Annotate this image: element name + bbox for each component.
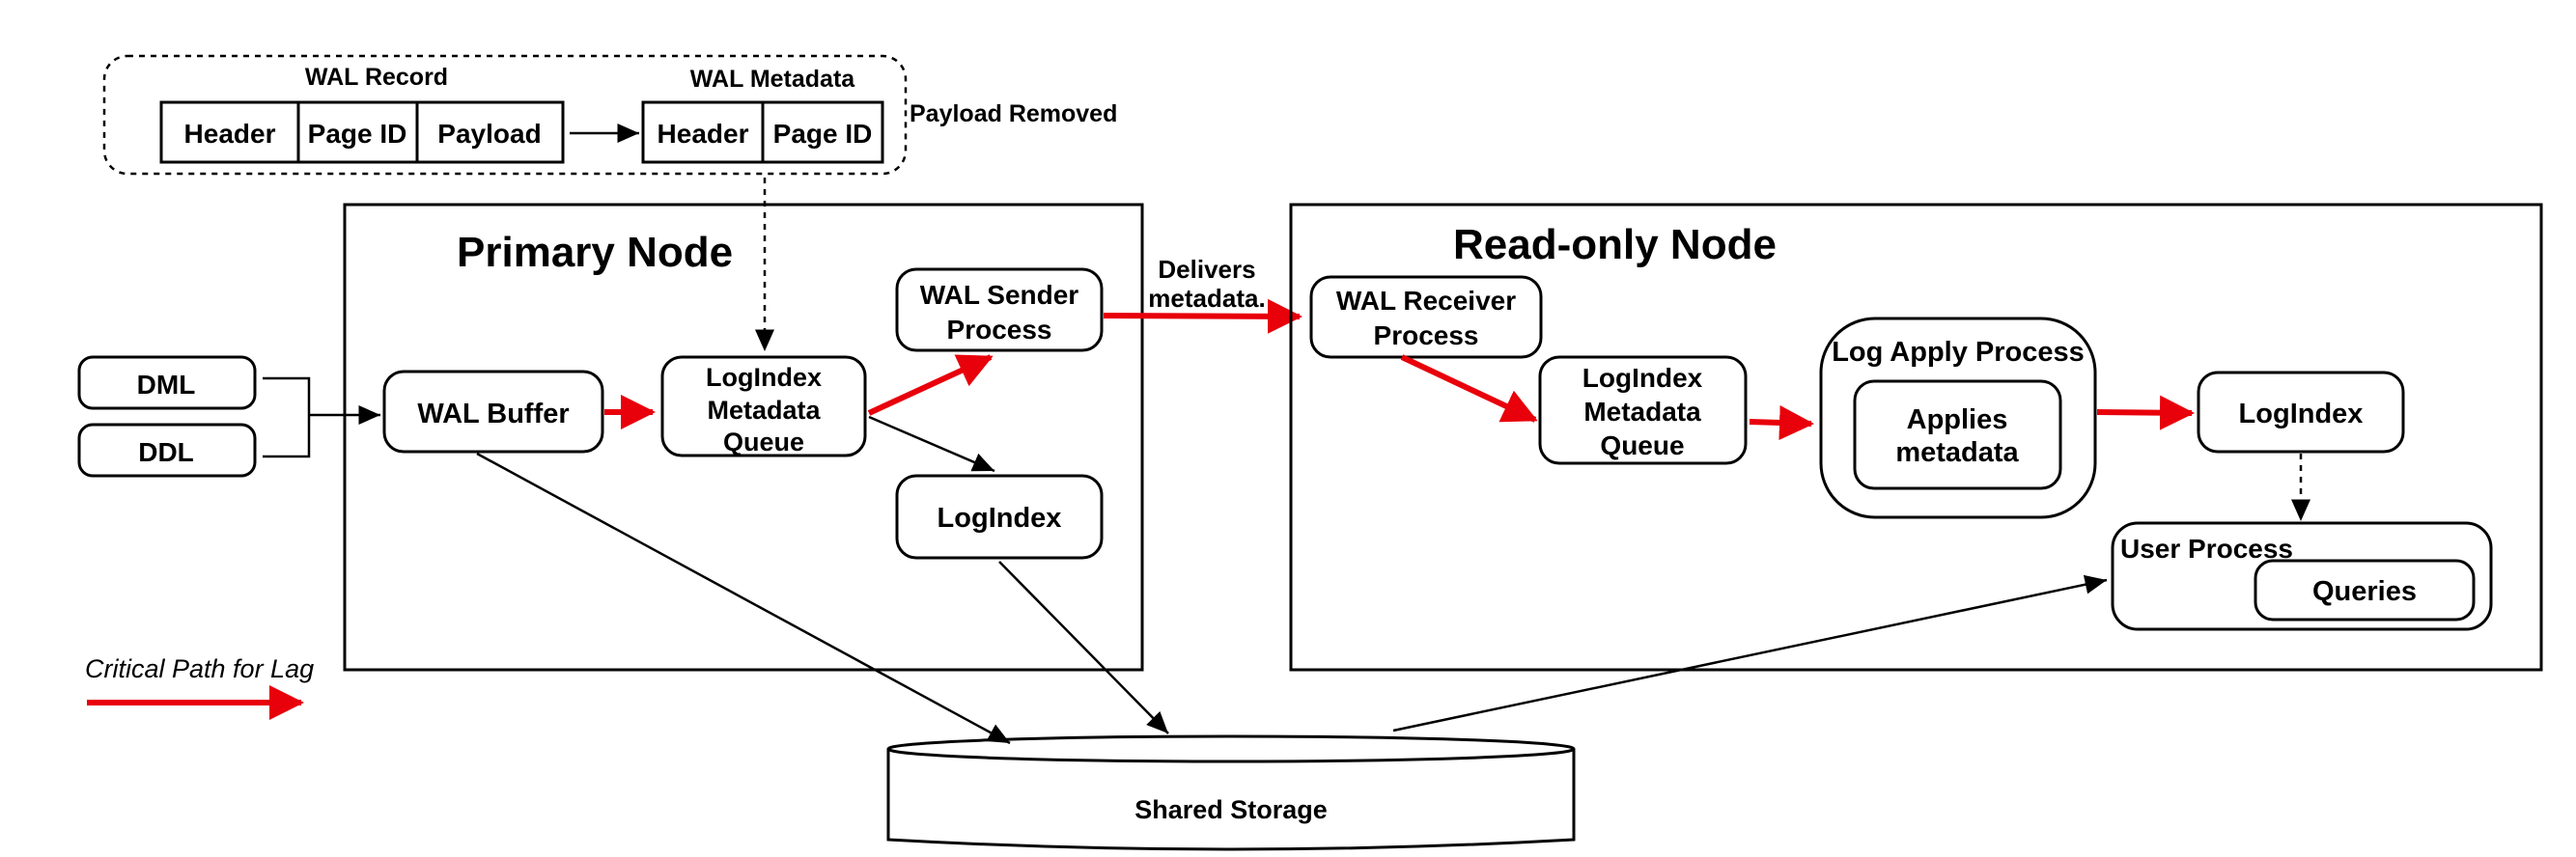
storage-to-userprocess-arrow [1392,574,2108,733]
readonly-queue-line1: LogIndex [1582,363,1703,393]
input-bracket [263,376,311,458]
wal-record-header-cell: Header [184,119,276,149]
wal-record-title: WAL Record [305,64,448,91]
readonly-logindex-label: LogIndex [2239,399,2364,429]
readonly-queue-line2: Metadata [1583,397,1701,427]
queue-to-logindex-arrow [868,415,995,473]
wal-sender-box [895,267,1104,352]
primary-queue-line3: Queue [723,428,804,456]
readonly-node-title: Read-only Node [1453,221,1777,268]
queries-label: Queries [2312,576,2417,607]
walbuffer-to-storage-arrow [476,452,1011,745]
applies-metadata-line2: metadata [1895,437,2019,468]
dml-label: DML [137,370,196,400]
dml-box [77,355,257,410]
wal-buffer-label: WAL Buffer [417,399,569,429]
wal-sender-line2: Process [947,315,1052,345]
legend-label: Critical Path for Lag [85,654,314,683]
applies-metadata-box [1853,379,2062,490]
readonly-logindex-box [2197,371,2405,454]
primary-node-container [343,203,1144,672]
readonly-logindex-queue-box [1538,355,1748,465]
critical-receiver-to-queue [1400,354,1538,423]
primary-logindex-label: LogIndex [938,503,1062,534]
wal-buffer-box [382,370,604,454]
critical-apply-to-logindex [2096,395,2195,430]
wal-metadata-pageid-cell: Page ID [773,119,873,149]
readonly-queue-line3: Queue [1600,430,1684,460]
primary-node-title: Primary Node [457,229,733,276]
logindex-to-storage-arrow [998,561,1169,734]
primary-logindex-queue-box [660,355,867,457]
critical-queue-to-sender [867,354,994,416]
critical-queue-to-apply [1749,404,1814,440]
log-apply-title: Log Apply Process [1832,337,2085,368]
wal-receiver-line1: WAL Receiver [1336,286,1516,316]
wal-sender-line1: WAL Sender [920,280,1079,310]
wal-receiver-box [1309,275,1543,359]
wal-receiver-line2: Process [1374,320,1479,350]
user-process-title: User Process [2120,534,2293,564]
shared-storage-body [886,749,1576,851]
readonly-node-container [1289,203,2543,672]
wal-metadata-title: WAL Metadata [690,66,855,93]
wal-record-pageid-cell: Page ID [308,119,407,149]
queries-box [2254,559,2476,622]
payload-removed-note: Payload Removed [910,100,1117,127]
wal-metadata-header-cell: Header [658,119,749,149]
wal-record-payload-cell: Payload [437,119,541,149]
primary-queue-line1: LogIndex [706,363,822,392]
critical-sender-to-receiver [1103,298,1302,334]
delivers-label-line2: metadata. [1148,284,1265,313]
applies-metadata-line1: Applies [1907,404,2008,435]
shared-storage-label: Shared Storage [1134,795,1328,824]
delivers-label-line1: Delivers [1158,255,1255,284]
wal-record-box [159,100,565,164]
wal-format-panel [102,54,908,176]
ddl-box [77,423,257,478]
primary-queue-line2: Metadata [707,396,821,425]
shared-storage-top [886,734,1576,763]
ddl-label: DDL [138,437,194,467]
primary-logindex-box [895,474,1104,560]
